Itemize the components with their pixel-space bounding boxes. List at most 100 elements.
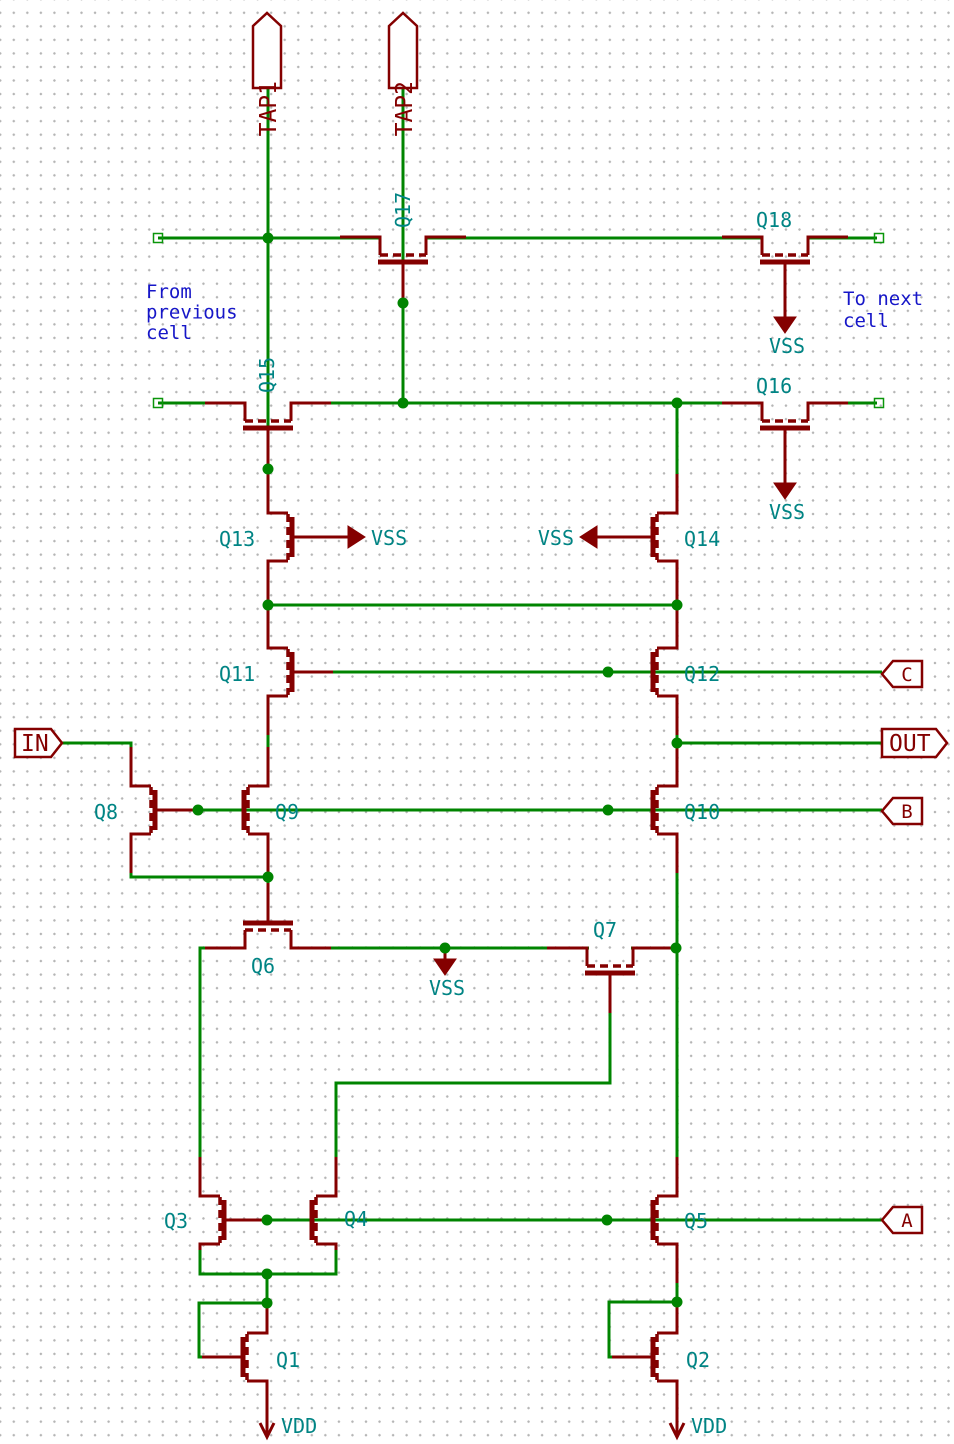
wire[interactable] (129, 834, 268, 879)
reference-label: Q2 (686, 1348, 710, 1372)
note-line: previous (146, 302, 238, 324)
junction-dot (262, 871, 274, 883)
open-end-square-icon (873, 232, 885, 244)
wire[interactable] (334, 1005, 612, 1196)
mosfet-lead (266, 609, 288, 650)
reference-label: Q5 (684, 1209, 708, 1233)
mosfet-lead (205, 401, 247, 421)
mosfet-lead (657, 694, 679, 735)
vss-power-symbol[interactable]: VSS (769, 262, 805, 358)
vss-arrow-icon (433, 958, 457, 976)
hier-label-tap1[interactable]: TAP1 (251, 11, 283, 136)
junction-dot (261, 1297, 273, 1309)
wire[interactable] (197, 1301, 267, 1359)
hier-label-shape (880, 796, 924, 826)
reference-label: Q1 (276, 1348, 300, 1372)
reference-label: Q11 (219, 662, 255, 686)
mosfet-lead (657, 832, 679, 873)
transistor-q14[interactable]: Q14 (650, 474, 720, 600)
transistor-q13[interactable]: Q13 (219, 474, 295, 600)
note-line: To next (843, 288, 923, 310)
mosfet-lead (248, 832, 270, 873)
junction-dot (261, 1214, 273, 1226)
junction-dot (439, 942, 451, 954)
mosfet-lead (266, 474, 288, 515)
reference-label: Q10 (684, 800, 720, 824)
mosfet-lead (289, 401, 331, 421)
wire[interactable] (607, 1300, 677, 1359)
transistor-q1[interactable]: Q1 (202, 1303, 300, 1420)
mosfet-lead (198, 1157, 220, 1198)
reference-label: Q6 (251, 954, 275, 978)
wire[interactable] (62, 741, 133, 786)
mosfet-lead (266, 694, 288, 735)
note-line: cell (843, 310, 889, 332)
mosfet-lead (806, 401, 848, 421)
hier-label-b[interactable]: B (880, 796, 924, 826)
vss-power-symbol[interactable]: VSS (538, 525, 653, 550)
mosfet-lead (722, 235, 764, 255)
hier-label-shape (387, 11, 419, 90)
mosfet-lead (340, 235, 382, 255)
hier-label-tap2[interactable]: TAP2 (387, 11, 419, 136)
vss-power-symbol[interactable]: VSS (292, 525, 407, 550)
transistor-q7[interactable]: Q7 (547, 918, 673, 1013)
hier-label-a[interactable]: A (880, 1205, 924, 1235)
mosfet-lead (129, 747, 151, 788)
transistor-q18[interactable]: Q18 (722, 208, 848, 265)
mosfet-lead (316, 1157, 338, 1198)
transistor-q16[interactable]: Q16 (722, 374, 848, 431)
transistor-q4[interactable]: Q4 (309, 1157, 368, 1250)
hier-label-out[interactable]: OUT (880, 727, 949, 759)
mosfet-lead (248, 747, 270, 788)
transistor-q3[interactable]: Q3 (164, 1157, 265, 1250)
open-end-square-icon (152, 397, 164, 409)
hier-label-in[interactable]: IN (13, 727, 64, 759)
vss-arrow-icon (773, 316, 797, 334)
transistor-q15[interactable]: Q15 (205, 357, 331, 468)
reference-label: Q3 (164, 1209, 188, 1233)
hier-label-text: IN (21, 731, 49, 757)
transistor-q10[interactable]: Q10 (650, 747, 720, 873)
mosfet-lead (657, 747, 679, 788)
mosfet-lead (657, 1157, 679, 1198)
transistor-q8[interactable]: Q8 (94, 747, 196, 873)
wire[interactable] (198, 946, 214, 1196)
note-line: From (146, 281, 192, 303)
open-end-square-icon (152, 232, 164, 244)
transistor-q6[interactable]: Q6 (205, 883, 331, 978)
hier-label-shape (880, 659, 924, 689)
hier-label-shape (251, 11, 283, 90)
mosfet-lead (657, 474, 679, 515)
transistor-q9[interactable]: Q9 (241, 747, 299, 873)
mosfet-lead (198, 1242, 220, 1250)
mosfet-lead (205, 930, 247, 950)
vss-arrow-icon (773, 482, 797, 500)
transistor-q2[interactable]: Q2 (612, 1303, 710, 1420)
vdd-power-symbol[interactable]: VDD (668, 1381, 727, 1441)
power-net-label: VSS (769, 334, 805, 358)
transistor-q17[interactable]: Q17 (340, 192, 466, 302)
transistor-q5[interactable]: Q5 (650, 1157, 708, 1283)
vdd-arrow-icon (258, 1422, 276, 1441)
transistor-q12[interactable]: Q12 (650, 609, 720, 735)
vss-power-symbol[interactable]: VSS (429, 948, 465, 1000)
junction-dot (262, 463, 274, 475)
vss-power-symbol[interactable]: VSS (769, 428, 805, 524)
hier-label-c[interactable]: C (880, 659, 924, 689)
hier-label-text: A (901, 1210, 913, 1232)
mosfet-lead (657, 559, 679, 600)
mosfet-lead (247, 1379, 269, 1420)
vdd-arrow-icon (668, 1422, 686, 1441)
reference-label: Q15 (255, 357, 279, 393)
vdd-power-symbol[interactable]: VDD (258, 1381, 317, 1441)
power-net-label: VSS (769, 500, 805, 524)
mosfet-lead (316, 1242, 338, 1250)
transistor-q11[interactable]: Q11 (219, 609, 333, 735)
junction-dot (397, 297, 409, 309)
reference-label: Q12 (684, 662, 720, 686)
